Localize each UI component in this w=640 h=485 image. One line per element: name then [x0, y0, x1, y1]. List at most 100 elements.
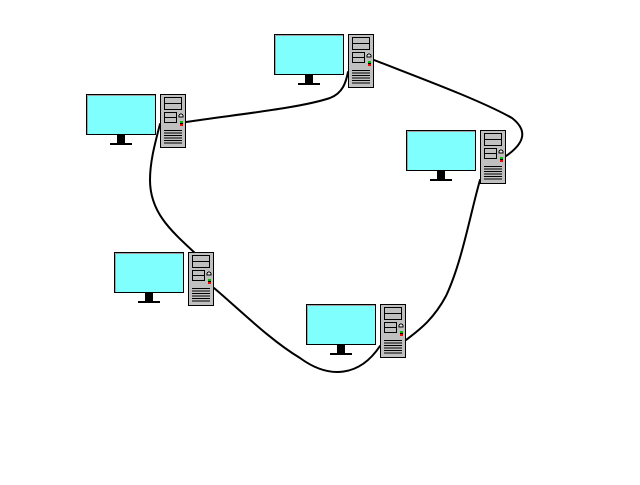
led-separator [180, 123, 183, 124]
led-separator [208, 281, 211, 282]
floppy-bay [192, 270, 205, 276]
vent-line [352, 77, 370, 79]
vent-line [352, 72, 370, 74]
monitor-screen [114, 252, 184, 293]
led-green [208, 279, 211, 281]
vent-line [164, 130, 182, 131]
computer-pc-a[interactable]: Computer A [86, 94, 186, 148]
vent-line [164, 140, 182, 141]
computer-pc-e[interactable]: Computer E [306, 304, 406, 358]
vent-line [164, 135, 182, 136]
cable-pc-e-pc-d [213, 287, 381, 373]
tower-icon [348, 34, 374, 88]
drive-bay [352, 43, 370, 50]
led-green [368, 61, 371, 63]
floppy-bay [484, 153, 497, 159]
floppy-bay [484, 148, 497, 154]
monitor-stand [305, 75, 313, 84]
monitor-base [430, 179, 452, 181]
floppy-bay [192, 275, 205, 281]
computer-pc-b[interactable]: Computer B [274, 34, 374, 88]
led-green [400, 331, 403, 333]
floppy-bay [352, 57, 365, 63]
monitor-base [138, 301, 160, 303]
monitor-icon [406, 130, 476, 181]
drive-bay [484, 133, 502, 140]
monitor-stand [145, 293, 153, 302]
monitor-icon [114, 252, 184, 303]
vent-line [352, 70, 370, 71]
vent-line [164, 137, 182, 139]
drive-bay [352, 37, 370, 44]
led-red [208, 282, 211, 284]
monitor-screen [86, 94, 156, 135]
floppy-bay [352, 52, 365, 58]
tower-icon [188, 252, 214, 306]
led-separator [368, 63, 371, 64]
nodes-layer: Computer A Computer B Computer C Computer D… [86, 34, 506, 358]
vent-line [192, 298, 210, 299]
tower-icon [160, 94, 186, 148]
monitor-base [110, 143, 132, 145]
vent-line [384, 347, 402, 349]
led-separator [500, 159, 503, 160]
floppy-bay [384, 322, 397, 328]
monitor-stand [117, 135, 125, 144]
vent-line [164, 142, 182, 144]
tower-icon [480, 130, 506, 184]
monitor-screen [406, 130, 476, 171]
vent-line [384, 340, 402, 341]
drive-bay [192, 261, 210, 268]
monitor-icon [274, 34, 344, 85]
drive-bay [384, 313, 402, 320]
vent-line [164, 132, 182, 134]
power-button-icon [178, 113, 184, 118]
floppy-bay [164, 112, 177, 118]
vent-line [484, 178, 502, 180]
vent-line [192, 295, 210, 297]
power-button-icon [366, 53, 372, 58]
monitor-stand [337, 345, 345, 354]
computer-pc-c[interactable]: Computer C [406, 130, 506, 184]
vent-line [484, 173, 502, 175]
led-red [180, 124, 183, 126]
drive-bay [484, 139, 502, 146]
led-green [500, 157, 503, 159]
vent-line [484, 176, 502, 177]
monitor-base [330, 353, 352, 355]
power-button-icon [398, 323, 404, 328]
monitor-screen [306, 304, 376, 345]
led-red [500, 160, 503, 162]
cable-pc-b-pc-c [373, 59, 524, 157]
power-button-icon [498, 149, 504, 154]
led-red [400, 334, 403, 336]
drive-bay [164, 97, 182, 104]
monitor-icon [86, 94, 156, 145]
vent-line [192, 300, 210, 302]
cable-pc-d-pc-a [148, 123, 197, 255]
vent-line [384, 352, 402, 354]
tower-icon [380, 304, 406, 358]
drive-bay [164, 103, 182, 110]
vent-line [192, 293, 210, 294]
cable-pc-a-pc-b [185, 71, 349, 123]
drive-bay [384, 307, 402, 314]
vent-line [352, 82, 370, 84]
vent-line [192, 290, 210, 292]
floppy-bay [384, 327, 397, 333]
vent-line [384, 350, 402, 351]
floppy-bay [164, 117, 177, 123]
cables-layer [148, 59, 524, 373]
vent-line [484, 168, 502, 170]
vent-line [384, 342, 402, 344]
vent-line [484, 166, 502, 167]
vent-line [352, 75, 370, 76]
led-separator [400, 333, 403, 334]
power-button-icon [206, 271, 212, 276]
drive-bay [192, 255, 210, 262]
vent-line [192, 288, 210, 289]
vent-line [384, 345, 402, 346]
computer-pc-d[interactable]: Computer D [114, 252, 214, 306]
